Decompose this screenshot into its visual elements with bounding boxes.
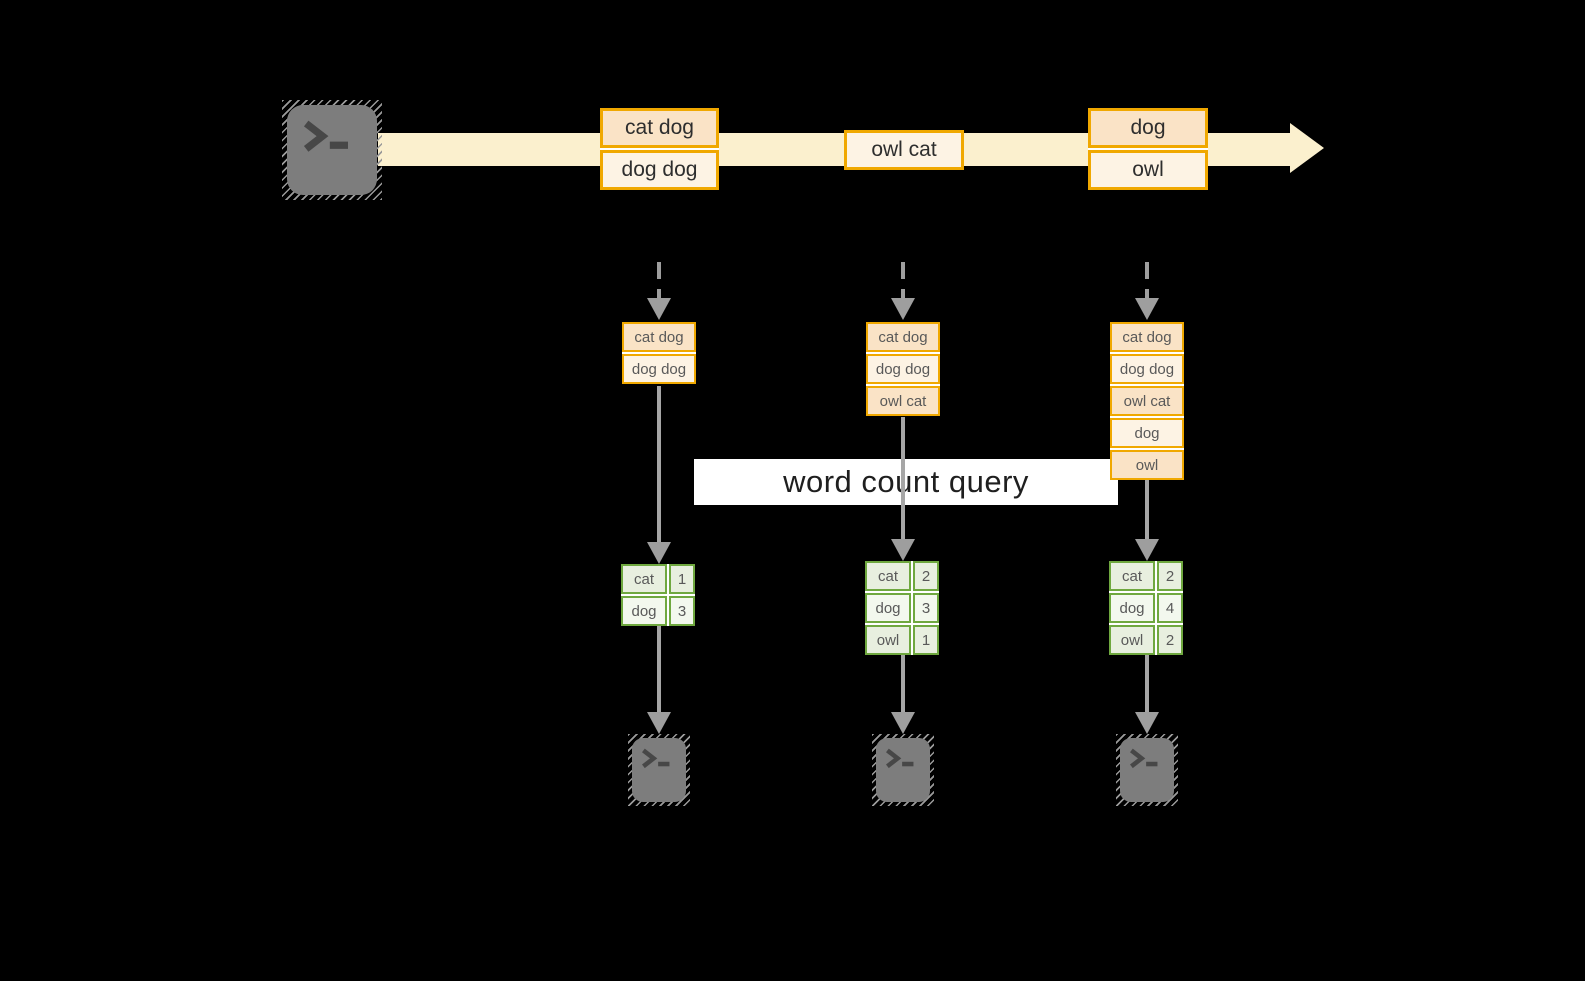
buffer-line: dog — [1110, 418, 1184, 448]
dashed-arrow-line — [901, 262, 905, 298]
count-cell: 3 — [669, 596, 695, 626]
shell-prompt-icon — [303, 120, 348, 152]
count-table-2: cat 2 dog 3 owl 1 — [865, 561, 939, 655]
buffer-line: dog dog — [622, 354, 696, 384]
arrow-head-icon — [891, 539, 915, 561]
terminal-sink-icon — [1116, 734, 1178, 806]
buffer-line: dog dog — [866, 354, 940, 384]
stream-event-line: cat dog — [600, 108, 719, 148]
connector-line — [1145, 655, 1149, 714]
buffer-line: dog dog — [1110, 354, 1184, 384]
arrow-head-icon — [647, 712, 671, 734]
arrow-head-icon — [1135, 539, 1159, 561]
word-cell: dog — [1109, 593, 1155, 623]
count-cell: 1 — [669, 564, 695, 594]
word-cell: owl — [865, 625, 911, 655]
terminal-screen — [876, 738, 930, 802]
stream-event-3: dog owl — [1088, 108, 1208, 190]
input-buffer-3: cat dog dog dog owl cat dog owl — [1110, 322, 1184, 480]
word-cell: cat — [1109, 561, 1155, 591]
count-cell: 2 — [1157, 561, 1183, 591]
terminal-screen — [1120, 738, 1174, 802]
stream-event-line: dog — [1088, 108, 1208, 148]
buffer-line: cat dog — [866, 322, 940, 352]
shell-prompt-icon — [642, 748, 670, 769]
stream-event-2: owl cat — [844, 130, 964, 170]
shell-prompt-icon — [1130, 748, 1158, 769]
connector-line — [657, 626, 661, 714]
stream-arrowhead-icon — [1290, 123, 1324, 173]
dashed-arrow-head-icon — [1135, 298, 1159, 320]
word-cell: dog — [621, 596, 667, 626]
count-table-1: cat 1 dog 3 — [621, 564, 695, 626]
count-table-3: cat 2 dog 4 owl 2 — [1109, 561, 1183, 655]
terminal-screen — [287, 105, 377, 195]
buffer-line: owl cat — [866, 386, 940, 416]
count-cell: 3 — [913, 593, 939, 623]
stream-event-1: cat dog dog dog — [600, 108, 719, 190]
connector-line — [1145, 480, 1149, 539]
shell-prompt-icon — [886, 748, 914, 769]
count-cell: 1 — [913, 625, 939, 655]
connector-line — [901, 417, 905, 539]
dashed-arrow-head-icon — [647, 298, 671, 320]
terminal-sink-icon — [872, 734, 934, 806]
connector-line — [657, 386, 661, 544]
terminal-screen — [632, 738, 686, 802]
count-cell: 4 — [1157, 593, 1183, 623]
input-buffer-1: cat dog dog dog — [622, 322, 696, 384]
query-label-box: word count query — [694, 459, 1118, 505]
terminal-sink-icon — [628, 734, 690, 806]
query-label: word count query — [783, 464, 1029, 499]
buffer-line: cat dog — [622, 322, 696, 352]
buffer-line: owl cat — [1110, 386, 1184, 416]
dashed-arrow-head-icon — [891, 298, 915, 320]
stream-event-line: owl cat — [844, 130, 964, 170]
word-cell: dog — [865, 593, 911, 623]
dashed-arrow-line — [657, 262, 661, 298]
buffer-line: owl — [1110, 450, 1184, 480]
arrow-head-icon — [891, 712, 915, 734]
buffer-line: cat dog — [1110, 322, 1184, 352]
count-cell: 2 — [913, 561, 939, 591]
arrow-head-icon — [647, 542, 671, 564]
word-cell: cat — [865, 561, 911, 591]
count-cell: 2 — [1157, 625, 1183, 655]
arrow-head-icon — [1135, 712, 1159, 734]
dashed-arrow-line — [1145, 262, 1149, 298]
word-cell: owl — [1109, 625, 1155, 655]
connector-line — [901, 655, 905, 714]
stream-event-line: dog dog — [600, 150, 719, 190]
terminal-source-icon — [282, 100, 382, 200]
stream-event-line: owl — [1088, 150, 1208, 190]
word-cell: cat — [621, 564, 667, 594]
input-buffer-2: cat dog dog dog owl cat — [866, 322, 940, 416]
